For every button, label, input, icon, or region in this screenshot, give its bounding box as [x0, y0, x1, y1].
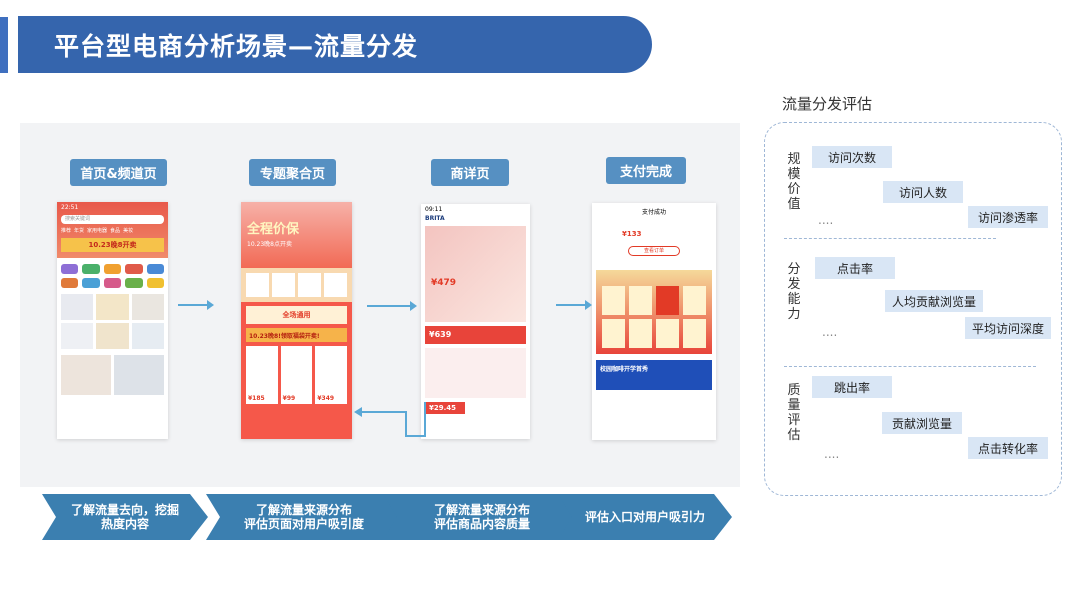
home-tabs: 推荐 年货 家用电器 食品 美妆	[61, 227, 164, 234]
stage-label-payment: 支付完成	[606, 157, 686, 184]
category-label-quality: 质量评估	[786, 383, 802, 443]
evaluation-title: 流量分发评估	[782, 93, 872, 114]
flow-arrow	[556, 304, 586, 306]
topic-item-price: ¥185	[248, 395, 265, 402]
home-tab[interactable]: 美妆	[123, 227, 133, 234]
payment-ad-banner[interactable]: 校园咖啡开学首秀	[596, 360, 712, 390]
stage-label-topic: 专题聚合页	[249, 159, 336, 186]
home-tab[interactable]: 推荐	[61, 227, 71, 234]
step-chevron: 评估入口对用户吸引力	[558, 494, 732, 540]
metric-conversion-rate: 点击转化率	[968, 437, 1048, 459]
category-separator	[784, 366, 1036, 367]
topic-header-title: 全程价保	[247, 218, 346, 237]
flow-arrow	[178, 304, 208, 306]
step-chevron: 了解流量来源分布 评估页面对用户吸引度	[206, 494, 402, 540]
metric-bounce-rate: 跳出率	[812, 376, 892, 398]
topic-promo[interactable]: 全场通用	[246, 306, 347, 324]
topic-header-sub: 10.23晚8点开卖	[247, 239, 346, 248]
home-tab[interactable]: 食品	[110, 227, 120, 234]
title-accent-bar	[0, 17, 8, 73]
home-feed	[57, 349, 168, 401]
step-text: 了解流量来源分布 评估页面对用户吸引度	[244, 503, 364, 531]
home-search-input[interactable]: 搜索关键词	[61, 215, 164, 224]
topic-header: 全程价保 10.23晚8点开卖	[241, 202, 352, 268]
home-banner[interactable]: 10.23晚8开卖	[61, 238, 164, 252]
step-chevron: 了解流量来源分布 评估商品内容质量	[383, 494, 581, 540]
topic-footer-banner[interactable]: 10.23晚8!领取福袋开卖!	[246, 328, 347, 342]
phone-screenshot-topic: 全程价保 10.23晚8点开卖 全场通用 10.23晚8!领取福袋开卖! ¥18…	[241, 202, 352, 439]
metric-visits: 访问次数	[812, 146, 892, 168]
phone-screenshot-payment: 支付成功 ¥133 查看订单 校园咖啡开学首秀	[592, 203, 716, 440]
detail-price-bar: ¥639	[425, 326, 526, 344]
phone-screenshot-detail: 09:11 BRITA ¥479 ¥639 ¥29.45	[421, 204, 530, 439]
detail-image-price: ¥479	[431, 278, 456, 288]
home-tab[interactable]: 家用电器	[87, 227, 107, 234]
view-order-button[interactable]: 查看订单	[628, 246, 680, 256]
step-text: 评估入口对用户吸引力	[585, 510, 705, 524]
metric-ctr: 点击率	[815, 257, 895, 279]
stage-label-home: 首页&频道页	[70, 159, 167, 186]
ellipsis: ....	[818, 213, 833, 227]
detail-coupon-price: ¥29.45	[425, 402, 465, 414]
topic-item-price: ¥349	[317, 395, 334, 402]
detail-brand: BRITA	[421, 215, 530, 222]
topic-items: ¥185 ¥99 ¥349	[241, 346, 352, 404]
metric-avg-depth: 平均访问深度	[965, 317, 1051, 339]
detail-time: 09:11	[421, 204, 530, 215]
metric-contributed-pv: 贡献浏览量	[882, 412, 962, 434]
home-product-grid	[57, 294, 168, 349]
step-chevron: 了解流量去向，挖掘 热度内容	[42, 494, 208, 540]
home-tab[interactable]: 年货	[74, 227, 84, 234]
ellipsis: ....	[822, 325, 837, 339]
flow-arrow	[367, 305, 411, 307]
category-separator	[784, 238, 996, 239]
payment-header: 支付成功	[592, 203, 716, 216]
payment-amount: ¥133	[622, 230, 716, 238]
step-text: 了解流量来源分布 评估商品内容质量	[434, 503, 530, 531]
home-time: 22:51	[61, 204, 164, 211]
home-header: 22:51 搜索关键词 推荐 年货 家用电器 食品 美妆 10.23晚8开卖	[57, 202, 168, 258]
page-title: 平台型电商分析场景—流量分发	[54, 27, 418, 63]
ellipsis: ....	[824, 447, 839, 461]
stage-label-detail: 商详页	[431, 159, 509, 186]
return-arrow	[350, 400, 430, 440]
metric-pv-per-user: 人均贡献浏览量	[885, 290, 983, 312]
topic-product-row	[241, 268, 352, 302]
phone-screenshot-home: 22:51 搜索关键词 推荐 年货 家用电器 食品 美妆 10.23晚8开卖	[57, 202, 168, 439]
payment-reward-grid	[596, 270, 712, 354]
metric-visitors: 访问人数	[883, 181, 963, 203]
home-icon-grid	[57, 258, 168, 294]
detail-info-block	[425, 348, 526, 398]
category-label-scale: 规模价值	[786, 152, 802, 212]
metric-penetration: 访问渗透率	[968, 206, 1048, 228]
detail-product-image: ¥479	[425, 226, 526, 322]
category-label-distribution: 分发能力	[786, 262, 802, 322]
step-text: 了解流量去向，挖掘 热度内容	[71, 503, 179, 531]
topic-item-price: ¥99	[283, 395, 296, 402]
